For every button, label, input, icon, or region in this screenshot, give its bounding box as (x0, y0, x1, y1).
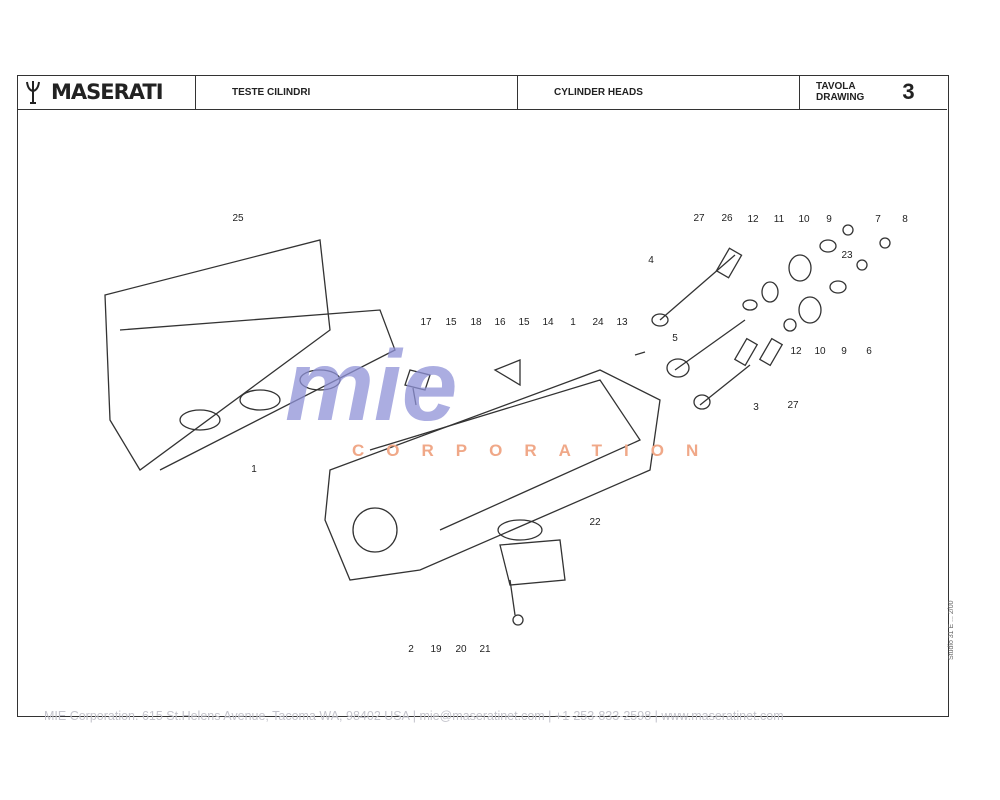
callout-10: 10 (798, 214, 810, 225)
callout-3: 3 (753, 402, 759, 413)
callout-5: 5 (672, 333, 678, 344)
callout-19: 19 (430, 644, 442, 655)
callout-11: 11 (774, 214, 785, 225)
callout-1: 1 (251, 464, 257, 475)
callout-12: 12 (790, 346, 802, 357)
logo: MASERATI (17, 75, 196, 109)
callout-15: 15 (445, 317, 457, 328)
watermark-logo: mie (285, 330, 457, 442)
brand-name: MASERATI (51, 80, 164, 104)
callout-16: 16 (494, 317, 506, 328)
callout-27: 27 (693, 213, 705, 224)
callout-25: 25 (232, 213, 244, 224)
callout-15: 15 (518, 317, 530, 328)
drawing-label: DRAWING (816, 92, 865, 103)
footer-email[interactable]: mie@maseratinet.com (419, 709, 545, 723)
callout-9: 9 (841, 346, 847, 357)
callout-20: 20 (455, 644, 467, 655)
callout-1: 1 (570, 317, 576, 328)
callout-10: 10 (814, 346, 826, 357)
callout-27: 27 (787, 400, 799, 411)
footer-phone: +1-253-833-2598 (554, 709, 652, 723)
title-block: MASERATI TESTE CILINDRI CYLINDER HEADS T… (17, 75, 947, 110)
drawing-frame (17, 75, 949, 717)
trident-icon (26, 81, 40, 104)
valve-train-parts (404, 224, 891, 410)
callout-21: 21 (479, 644, 491, 655)
footer: MIE Corporation. 615 St.Helens Avenue, T… (44, 709, 784, 723)
callout-14: 14 (542, 317, 554, 328)
watermark-corporation: CORPORATION (352, 441, 720, 460)
drawing-number: 3 (902, 79, 915, 104)
footer-company: MIE Corporation. 615 St.Helens Avenue, T… (44, 709, 410, 723)
callout-2: 2 (408, 644, 414, 655)
cylinder-head-left (104, 239, 396, 471)
callout-6: 6 (866, 346, 872, 357)
callout-23: 23 (841, 250, 853, 261)
callout-13: 13 (616, 317, 628, 328)
title-italian: TESTE CILINDRI (196, 75, 518, 109)
callout-7: 7 (875, 214, 881, 225)
callout-12: 12 (747, 214, 759, 225)
footer-web[interactable]: www.maseratinet.com (661, 709, 784, 723)
side-note: Studio 31 E ... 2/00 (948, 600, 955, 660)
cylinder-head-right (324, 369, 661, 626)
callout-8: 8 (902, 214, 908, 225)
callout-4: 4 (648, 255, 654, 266)
callout-26: 26 (721, 213, 733, 224)
callout-18: 18 (470, 317, 482, 328)
callout-9: 9 (826, 214, 832, 225)
callout-22: 22 (589, 517, 601, 528)
callout-17: 17 (420, 317, 432, 328)
tavola-label: TAVOLA (816, 81, 856, 92)
title-english: CYLINDER HEADS (518, 75, 800, 109)
callout-24: 24 (592, 317, 604, 328)
